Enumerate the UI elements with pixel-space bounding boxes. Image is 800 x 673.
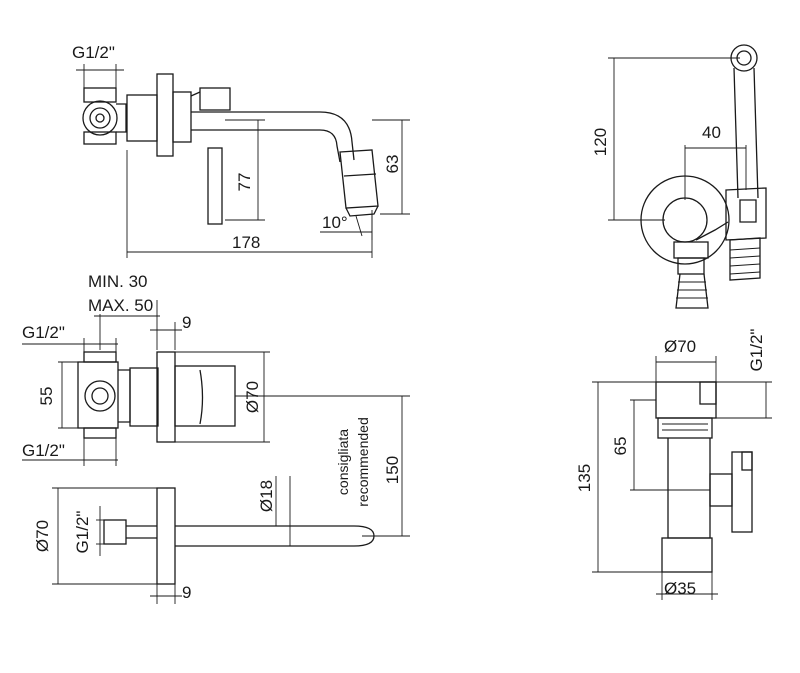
label-consigliata: consigliata — [335, 429, 351, 495]
dim-thread-spout: G1/2" — [73, 511, 92, 554]
dim-77: 77 — [235, 173, 254, 192]
side-view-mixer: G1/2" 178 77 63 10° — [72, 43, 410, 258]
dim-diam-35: Ø35 — [664, 579, 696, 598]
dim-thread-lower: G1/2" — [22, 441, 65, 460]
label-recommended: recommended — [355, 417, 371, 507]
top-view-spout: Ø70 G1/2" Ø18 9 — [33, 476, 375, 604]
dim-120: 120 — [591, 128, 610, 156]
top-view-mixer-body: MIN. 30 MAX. 50 9 G1/2" 55 G1/2" Ø70 con… — [22, 272, 410, 537]
dim-max: MAX. 50 — [88, 296, 153, 315]
dim-178: 178 — [232, 233, 260, 252]
dim-diam-70-valve: Ø70 — [664, 337, 696, 356]
dim-min: MIN. 30 — [88, 272, 148, 291]
dim-9-top: 9 — [182, 313, 191, 332]
dim-thread-upper: G1/2" — [22, 323, 65, 342]
side-view-valve: Ø70 G1/2" 65 135 Ø35 — [575, 329, 772, 600]
front-view-hand-shower: 120 40 — [591, 44, 767, 309]
dim-63: 63 — [383, 155, 402, 174]
dim-9-bottom: 9 — [182, 583, 191, 602]
dim-55: 55 — [37, 387, 56, 406]
dim-diam-70-spout: Ø70 — [33, 520, 52, 552]
dim-thread-top-left: G1/2" — [72, 43, 115, 62]
dim-diam-18: Ø18 — [257, 480, 276, 512]
dim-135: 135 — [575, 464, 594, 492]
dim-65: 65 — [611, 437, 630, 456]
dim-angle: 10° — [322, 213, 348, 232]
dim-150: 150 — [383, 456, 402, 484]
dim-diam-70-side: Ø70 — [243, 381, 262, 413]
dim-thread-valve: G1/2" — [747, 329, 766, 372]
dim-40: 40 — [702, 123, 721, 142]
